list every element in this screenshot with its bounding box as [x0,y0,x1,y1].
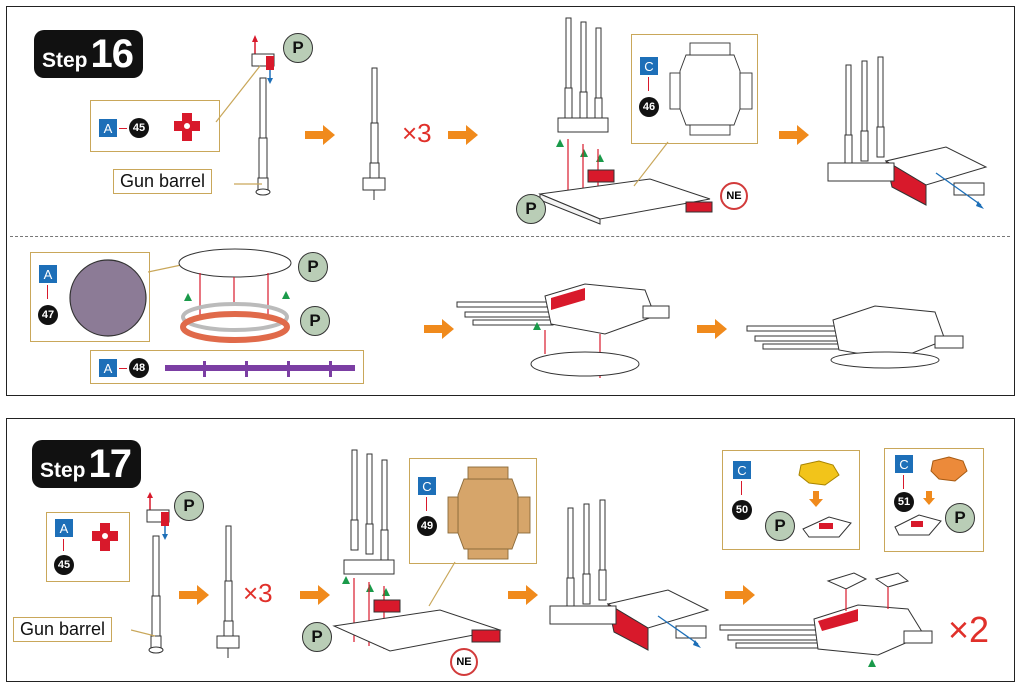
ne-marker: NE [720,182,748,210]
folded-part-icon [802,516,852,538]
p-marker: P [765,511,795,541]
part-number: 47 [38,305,58,325]
step-label: Step [42,49,88,72]
cross-part-icon [174,113,200,141]
p-marker: P [300,306,330,336]
p-marker: P [945,503,975,533]
callout-leader [215,65,261,123]
gun-barrel-label: Gun barrel [13,617,113,642]
next-arrow-icon [424,319,454,339]
connector-line [426,497,427,511]
strip-part-icon [165,361,355,377]
connector-line [903,475,904,489]
yellow-part-icon [798,460,840,486]
down-arrow-icon [809,491,823,507]
part-callout-c49: C 49 [409,458,537,564]
gun-barrel-label: Gun barrel [113,169,213,194]
part-number: 45 [129,118,149,138]
p-marker: P [174,491,204,521]
step16-divider [10,236,1010,237]
step-number: 17 [88,442,132,486]
assembled-barrel-icon [216,525,240,658]
assembled-barrel-icon [362,67,386,200]
sheet-letter: C [418,477,436,495]
sheet-letter: C [640,57,658,75]
connector-line [119,128,127,129]
flat-pattern-icon [447,466,531,560]
part-number: 51 [894,492,914,512]
p-marker: P [516,194,546,224]
connector-line [47,285,48,299]
callout-leader [131,629,156,637]
next-arrow-icon [725,585,755,605]
part-number: 48 [129,358,149,378]
part-number: 46 [639,97,659,117]
sheet-letter: A [99,119,117,137]
ne-marker: NE [450,648,478,676]
p-marker: P [298,252,328,282]
connector-line [648,77,649,91]
part-callout-a48: A 48 [90,350,364,384]
part-callout-c46: C 46 [631,34,758,144]
gun-barrel-icon [146,492,170,654]
flat-pattern-icon [669,42,753,136]
step16-badge: Step 16 [34,30,144,78]
connector-line [119,368,127,369]
triple-barrel-assembly-icon [332,449,502,652]
barrels-on-hull-icon [549,499,710,651]
callout-leader [428,561,456,607]
step-number: 16 [90,32,134,76]
p-marker: P [283,33,313,63]
part-callout-a47: A 47 [30,252,150,342]
step17-badge: Step 17 [32,440,142,488]
triple-barrel-assembly-icon [538,17,713,225]
next-arrow-icon [779,125,809,145]
turret-over-base-icon [456,283,670,378]
callout-leader [633,141,669,187]
red-tab-part-icon [471,629,501,643]
sheet-letter: C [733,461,751,479]
part-callout-c50: C 50 P [722,450,860,550]
p-marker: P [302,622,332,652]
sheet-letter: A [39,265,57,283]
next-arrow-icon [508,585,538,605]
down-arrow-icon [923,491,935,505]
multiplier-x2: ×2 [948,609,990,650]
sheet-letter: C [895,455,913,473]
sheet-letter: A [99,359,117,377]
part-callout-c51: C 51 P [884,448,984,552]
sheet-letter: A [55,519,73,537]
turret-ring-assembly-icon [178,248,292,343]
round-disc-icon [69,259,147,337]
cross-part-icon [92,523,118,551]
connector-line [741,481,742,495]
next-arrow-icon [179,585,209,605]
part-number: 49 [417,516,437,536]
part-callout-a45-step17: A 45 [46,512,130,582]
multiplier-x3: ×3 [243,578,273,608]
part-callout-a45: A 45 [90,100,220,152]
next-arrow-icon [305,125,335,145]
barrels-on-hull-icon [827,56,988,209]
completed-turret-icon [719,572,933,667]
part-number: 45 [54,555,74,575]
step16-panel [6,6,1015,396]
next-arrow-icon [448,125,478,145]
orange-part-icon [930,456,968,482]
next-arrow-icon [300,585,330,605]
completed-turret-icon [746,305,964,369]
callout-leader [234,183,262,185]
step17-panel [6,418,1015,682]
part-number: 50 [732,500,752,520]
multiplier-x3: ×3 [402,118,432,148]
folded-part-icon [894,514,942,536]
connector-line [63,539,64,551]
next-arrow-icon [697,319,727,339]
step-label: Step [40,459,86,482]
